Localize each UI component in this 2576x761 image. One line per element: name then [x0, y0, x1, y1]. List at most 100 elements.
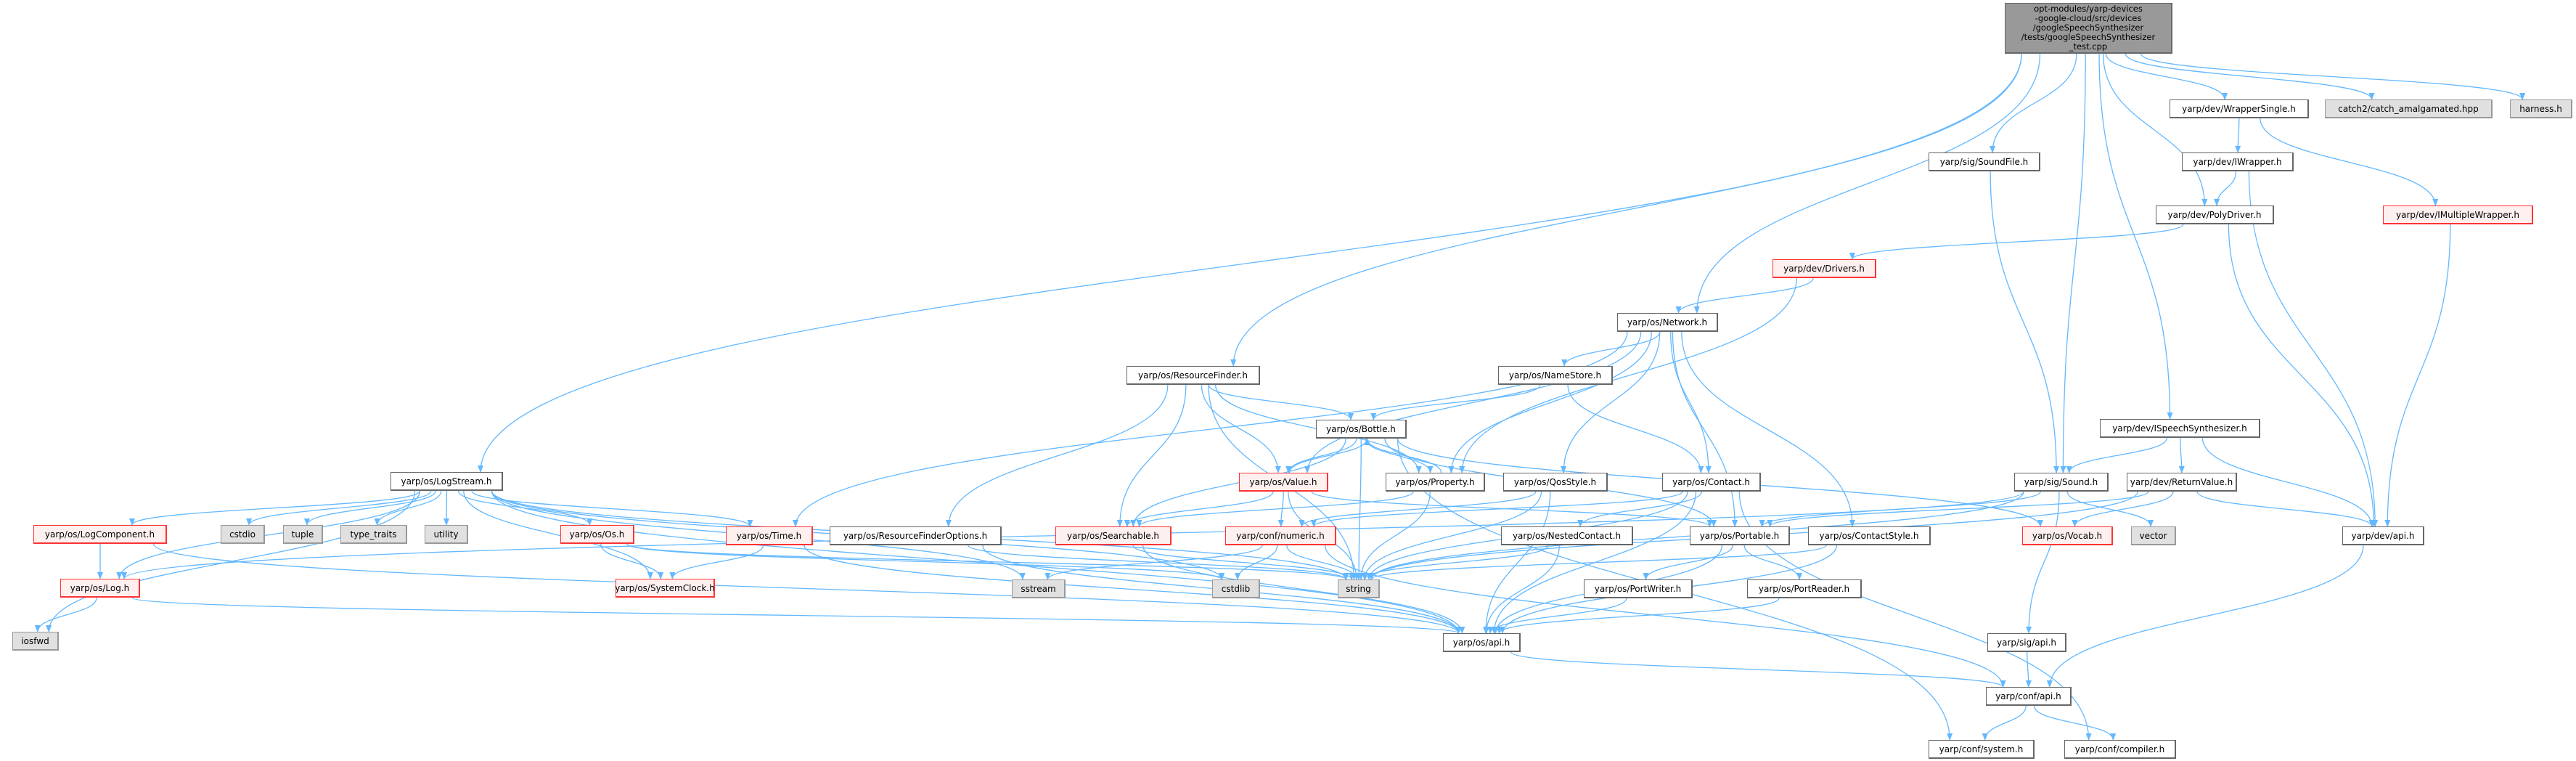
graph-node-drivers[interactable]: yarp/dev/Drivers.h	[1772, 259, 1876, 278]
edge-resfinder-to-bottle	[1208, 384, 1354, 420]
graph-node-bottle[interactable]: yarp/os/Bottle.h	[1316, 420, 1407, 439]
graph-node-rfo[interactable]: yarp/os/ResourceFinderOptions.h	[830, 526, 1002, 545]
edge-value-to-searchable	[1124, 491, 1274, 527]
graph-node-nested[interactable]: yarp/os/NestedContact.h	[1501, 526, 1633, 545]
edge-resfinder-to-searchable	[1116, 384, 1187, 527]
edge-sound-to-vector	[2066, 491, 2154, 527]
edge-numeric-to-sstream	[1044, 545, 1263, 580]
graph-node-root: opt-modules/yarp-devices -google-cloud/s…	[2005, 3, 2172, 54]
node-label: yarp/os/NameStore.h	[1508, 370, 1602, 380]
node-label: yarp/os/NestedContact.h	[1512, 530, 1622, 541]
edge-network-to-value	[1304, 331, 1642, 473]
node-label: yarp/os/Value.h	[1249, 476, 1317, 487]
graph-node-ws[interactable]: yarp/dev/WrapperSingle.h	[2170, 99, 2309, 118]
edge-nested-to-osapi	[1483, 545, 1560, 634]
edge-root-to-sound	[2060, 53, 2086, 473]
edge-namestore-to-contact	[1567, 384, 1704, 473]
graph-node-confcompiler[interactable]: yarp/conf/compiler.h	[2064, 740, 2176, 759]
edge-devapi-to-confapi	[2046, 545, 2364, 688]
edge-logstream-to-tuple	[304, 490, 436, 526]
graph-node-portable[interactable]: yarp/os/Portable.h	[1690, 526, 1790, 545]
node-label: yarp/sig/Sound.h	[2024, 476, 2098, 487]
graph-node-contactstyle[interactable]: yarp/os/ContactStyle.h	[1808, 526, 1931, 545]
graph-node-portwriter[interactable]: yarp/os/PortWriter.h	[1584, 579, 1693, 598]
node-label: utility	[433, 529, 459, 540]
node-label: yarp/sig/SoundFile.h	[1939, 156, 2029, 167]
edge-iwrapper-to-polydriver	[2214, 171, 2237, 206]
graph-node-osapi[interactable]: yarp/os/api.h	[1443, 633, 1521, 652]
graph-node-catch: catch2/catch_amalgamated.hpp	[2325, 99, 2493, 118]
node-label: type_traits	[350, 529, 397, 540]
node-label: yarp/os/LogStream.h	[401, 476, 492, 487]
edge-root-to-logstream	[478, 53, 2022, 473]
edge-drivers-to-property	[1459, 277, 1797, 473]
graph-node-retval[interactable]: yarp/dev/ReturnValue.h	[2127, 473, 2237, 492]
node-label: yarp/dev/IWrapper.h	[2193, 156, 2282, 167]
graph-node-namestore[interactable]: yarp/os/NameStore.h	[1498, 366, 1613, 385]
node-label: cstdlib	[1221, 583, 1251, 594]
edge-retval-to-portable	[1767, 491, 2149, 527]
edge-logstream-to-log	[116, 490, 421, 579]
graph-node-harness: harness.h	[2510, 99, 2572, 118]
graph-node-qos[interactable]: yarp/os/QosStyle.h	[1503, 473, 1608, 492]
graph-node-vocab[interactable]: yarp/os/Vocab.h	[2022, 526, 2113, 545]
graph-node-confsystem[interactable]: yarp/conf/system.h	[1929, 740, 2035, 759]
edge-numeric-to-confapi	[1325, 545, 2006, 688]
edge-searchable-to-osapi	[1142, 545, 1465, 634]
edge-osapi-to-confapi	[1510, 651, 2006, 688]
graph-node-property[interactable]: yarp/os/Property.h	[1386, 473, 1485, 492]
node-label: catch2/catch_amalgamated.hpp	[2338, 103, 2479, 114]
graph-node-ispeech[interactable]: yarp/dev/ISpeechSynthesizer.h	[2100, 419, 2260, 438]
graph-node-iosfwd: iosfwd	[12, 632, 59, 651]
graph-node-network[interactable]: yarp/os/Network.h	[1617, 313, 1718, 332]
graph-node-sound[interactable]: yarp/sig/Sound.h	[2014, 473, 2109, 492]
graph-node-os[interactable]: yarp/os/Os.h	[560, 525, 634, 544]
graph-node-cstdlib: cstdlib	[1212, 579, 1260, 598]
node-label: yarp/os/Property.h	[1395, 476, 1475, 487]
graph-node-polydriver[interactable]: yarp/dev/PolyDriver.h	[2156, 205, 2274, 224]
node-label: iosfwd	[21, 635, 49, 646]
edge-root-to-catch	[2125, 53, 2375, 100]
edge-os-to-cstdlib	[626, 543, 1224, 580]
node-label: yarp/conf/api.h	[1995, 691, 2061, 701]
node-label: yarp/os/ResourceFinder.h	[1138, 370, 1248, 380]
edge-network-to-contact	[1670, 331, 1712, 473]
node-label: yarp/os/Os.h	[569, 529, 625, 540]
graph-node-tuple: tuple	[283, 525, 323, 544]
graph-node-searchable[interactable]: yarp/os/Searchable.h	[1055, 526, 1172, 545]
graph-node-soundfile[interactable]: yarp/sig/SoundFile.h	[1929, 152, 2040, 171]
node-label: yarp/dev/ISpeechSynthesizer.h	[2112, 423, 2247, 434]
edge-property-to-searchable	[1136, 491, 1414, 527]
edge-numeric-to-cstdlib	[1235, 545, 1278, 580]
graph-node-resfinder[interactable]: yarp/os/ResourceFinder.h	[1127, 366, 1260, 385]
edge-portable-to-portwriter	[1643, 545, 1733, 580]
edge-root-to-ispeech	[2098, 53, 2173, 420]
edge-value-to-portable	[1311, 491, 1713, 527]
graph-node-contact[interactable]: yarp/os/Contact.h	[1662, 473, 1761, 492]
graph-node-iwrapper[interactable]: yarp/dev/IWrapper.h	[2182, 152, 2294, 171]
graph-node-devapi[interactable]: yarp/dev/api.h	[2342, 526, 2424, 545]
edge-sigapi-to-confapi	[2025, 651, 2032, 688]
graph-node-log[interactable]: yarp/os/Log.h	[60, 579, 140, 598]
graph-node-logstream[interactable]: yarp/os/LogStream.h	[391, 472, 503, 491]
edge-network-to-qos	[1561, 331, 1661, 473]
graph-node-imulti[interactable]: yarp/dev/IMultipleWrapper.h	[2383, 205, 2533, 224]
node-label: yarp/conf/compiler.h	[2074, 744, 2165, 754]
graph-node-time[interactable]: yarp/os/Time.h	[726, 526, 813, 545]
edge-soundfile-to-sound	[1990, 171, 2060, 473]
graph-node-sigapi[interactable]: yarp/sig/api.h	[1987, 633, 2066, 652]
edge-drivers-to-network	[1675, 277, 1814, 314]
edge-resfinder-to-rfo	[945, 384, 1169, 527]
node-label: cstdio	[229, 529, 255, 540]
graph-node-logcomp[interactable]: yarp/os/LogComponent.h	[33, 525, 167, 544]
node-label: yarp/os/LogComponent.h	[44, 529, 155, 540]
graph-node-numeric[interactable]: yarp/conf/numeric.h	[1225, 526, 1336, 545]
graph-node-sysclock[interactable]: yarp/os/SystemClock.h	[615, 579, 715, 598]
edge-portable-to-portreader	[1743, 545, 1802, 580]
edge-root-to-ws	[2105, 53, 2228, 100]
graph-node-portreader[interactable]: yarp/os/PortReader.h	[1747, 579, 1862, 598]
edge-numeric-to-string	[1286, 545, 1359, 580]
graph-node-value[interactable]: yarp/os/Value.h	[1239, 473, 1328, 492]
graph-node-confapi[interactable]: yarp/conf/api.h	[1986, 687, 2072, 706]
